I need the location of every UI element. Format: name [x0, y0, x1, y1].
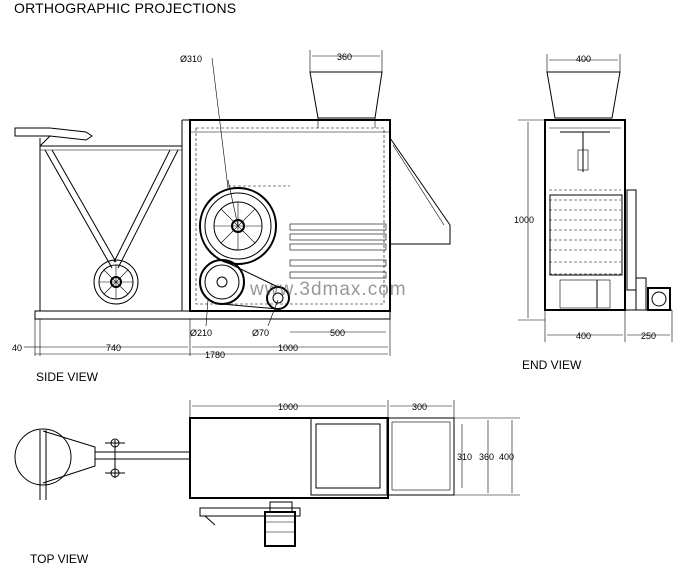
end-view-label: END VIEW	[522, 358, 582, 372]
side-dimensions	[24, 50, 391, 356]
side-left-frame	[14, 119, 190, 311]
dim-1780: 1780	[205, 350, 225, 360]
top-motor	[199, 501, 301, 547]
side-pulleys	[199, 259, 290, 310]
top-view: 1000 300 310 360 400	[14, 400, 520, 547]
side-main-housing	[189, 71, 451, 312]
side-view: 360 Ø310 Ø210 Ø70 500 40 740 1000 1780	[12, 50, 451, 360]
dim-740: 740	[106, 343, 121, 353]
dim-500: 500	[330, 328, 345, 338]
side-view-label: SIDE VIEW	[36, 370, 99, 384]
side-wheel	[93, 259, 139, 305]
watermark: www.3dmax.com	[249, 279, 407, 300]
top-view-label: TOP VIEW	[30, 552, 89, 566]
dim-top-300: 300	[412, 402, 427, 412]
dim-40: 40	[12, 343, 22, 353]
end-motor	[625, 189, 672, 311]
dim-end-height: 1000	[514, 215, 534, 225]
dim-hopper-width: 360	[337, 52, 352, 62]
dim-end-top: 400	[576, 54, 591, 64]
top-dimensions	[189, 400, 520, 496]
side-drum	[199, 179, 277, 265]
top-handle	[14, 428, 191, 500]
top-housing	[189, 417, 389, 499]
dim-top-400: 400	[499, 452, 514, 462]
dim-top-1000: 1000	[278, 402, 298, 412]
drawing-title: ORTHOGRAPHIC PROJECTIONS	[14, 0, 237, 16]
end-view: 400 1000 400 250	[514, 54, 673, 342]
dim-end-base: 400	[576, 331, 591, 341]
top-chute	[387, 417, 455, 496]
top-mesh-screen	[315, 423, 381, 489]
side-base-rail	[34, 310, 391, 320]
top-hopper-frame	[310, 417, 388, 496]
dim-top-310: 310	[457, 452, 472, 462]
dim-drum-diameter: Ø310	[180, 54, 202, 64]
dim-small-pulley: Ø70	[252, 328, 269, 338]
dim-large-pulley: Ø210	[190, 328, 212, 338]
dim-end-motor: 250	[641, 331, 656, 341]
end-dimensions	[518, 54, 673, 342]
dim-1000-side: 1000	[278, 343, 298, 353]
end-hopper	[546, 71, 621, 119]
dim-top-360: 360	[479, 452, 494, 462]
end-housing	[544, 119, 626, 311]
end-internals	[549, 127, 623, 309]
